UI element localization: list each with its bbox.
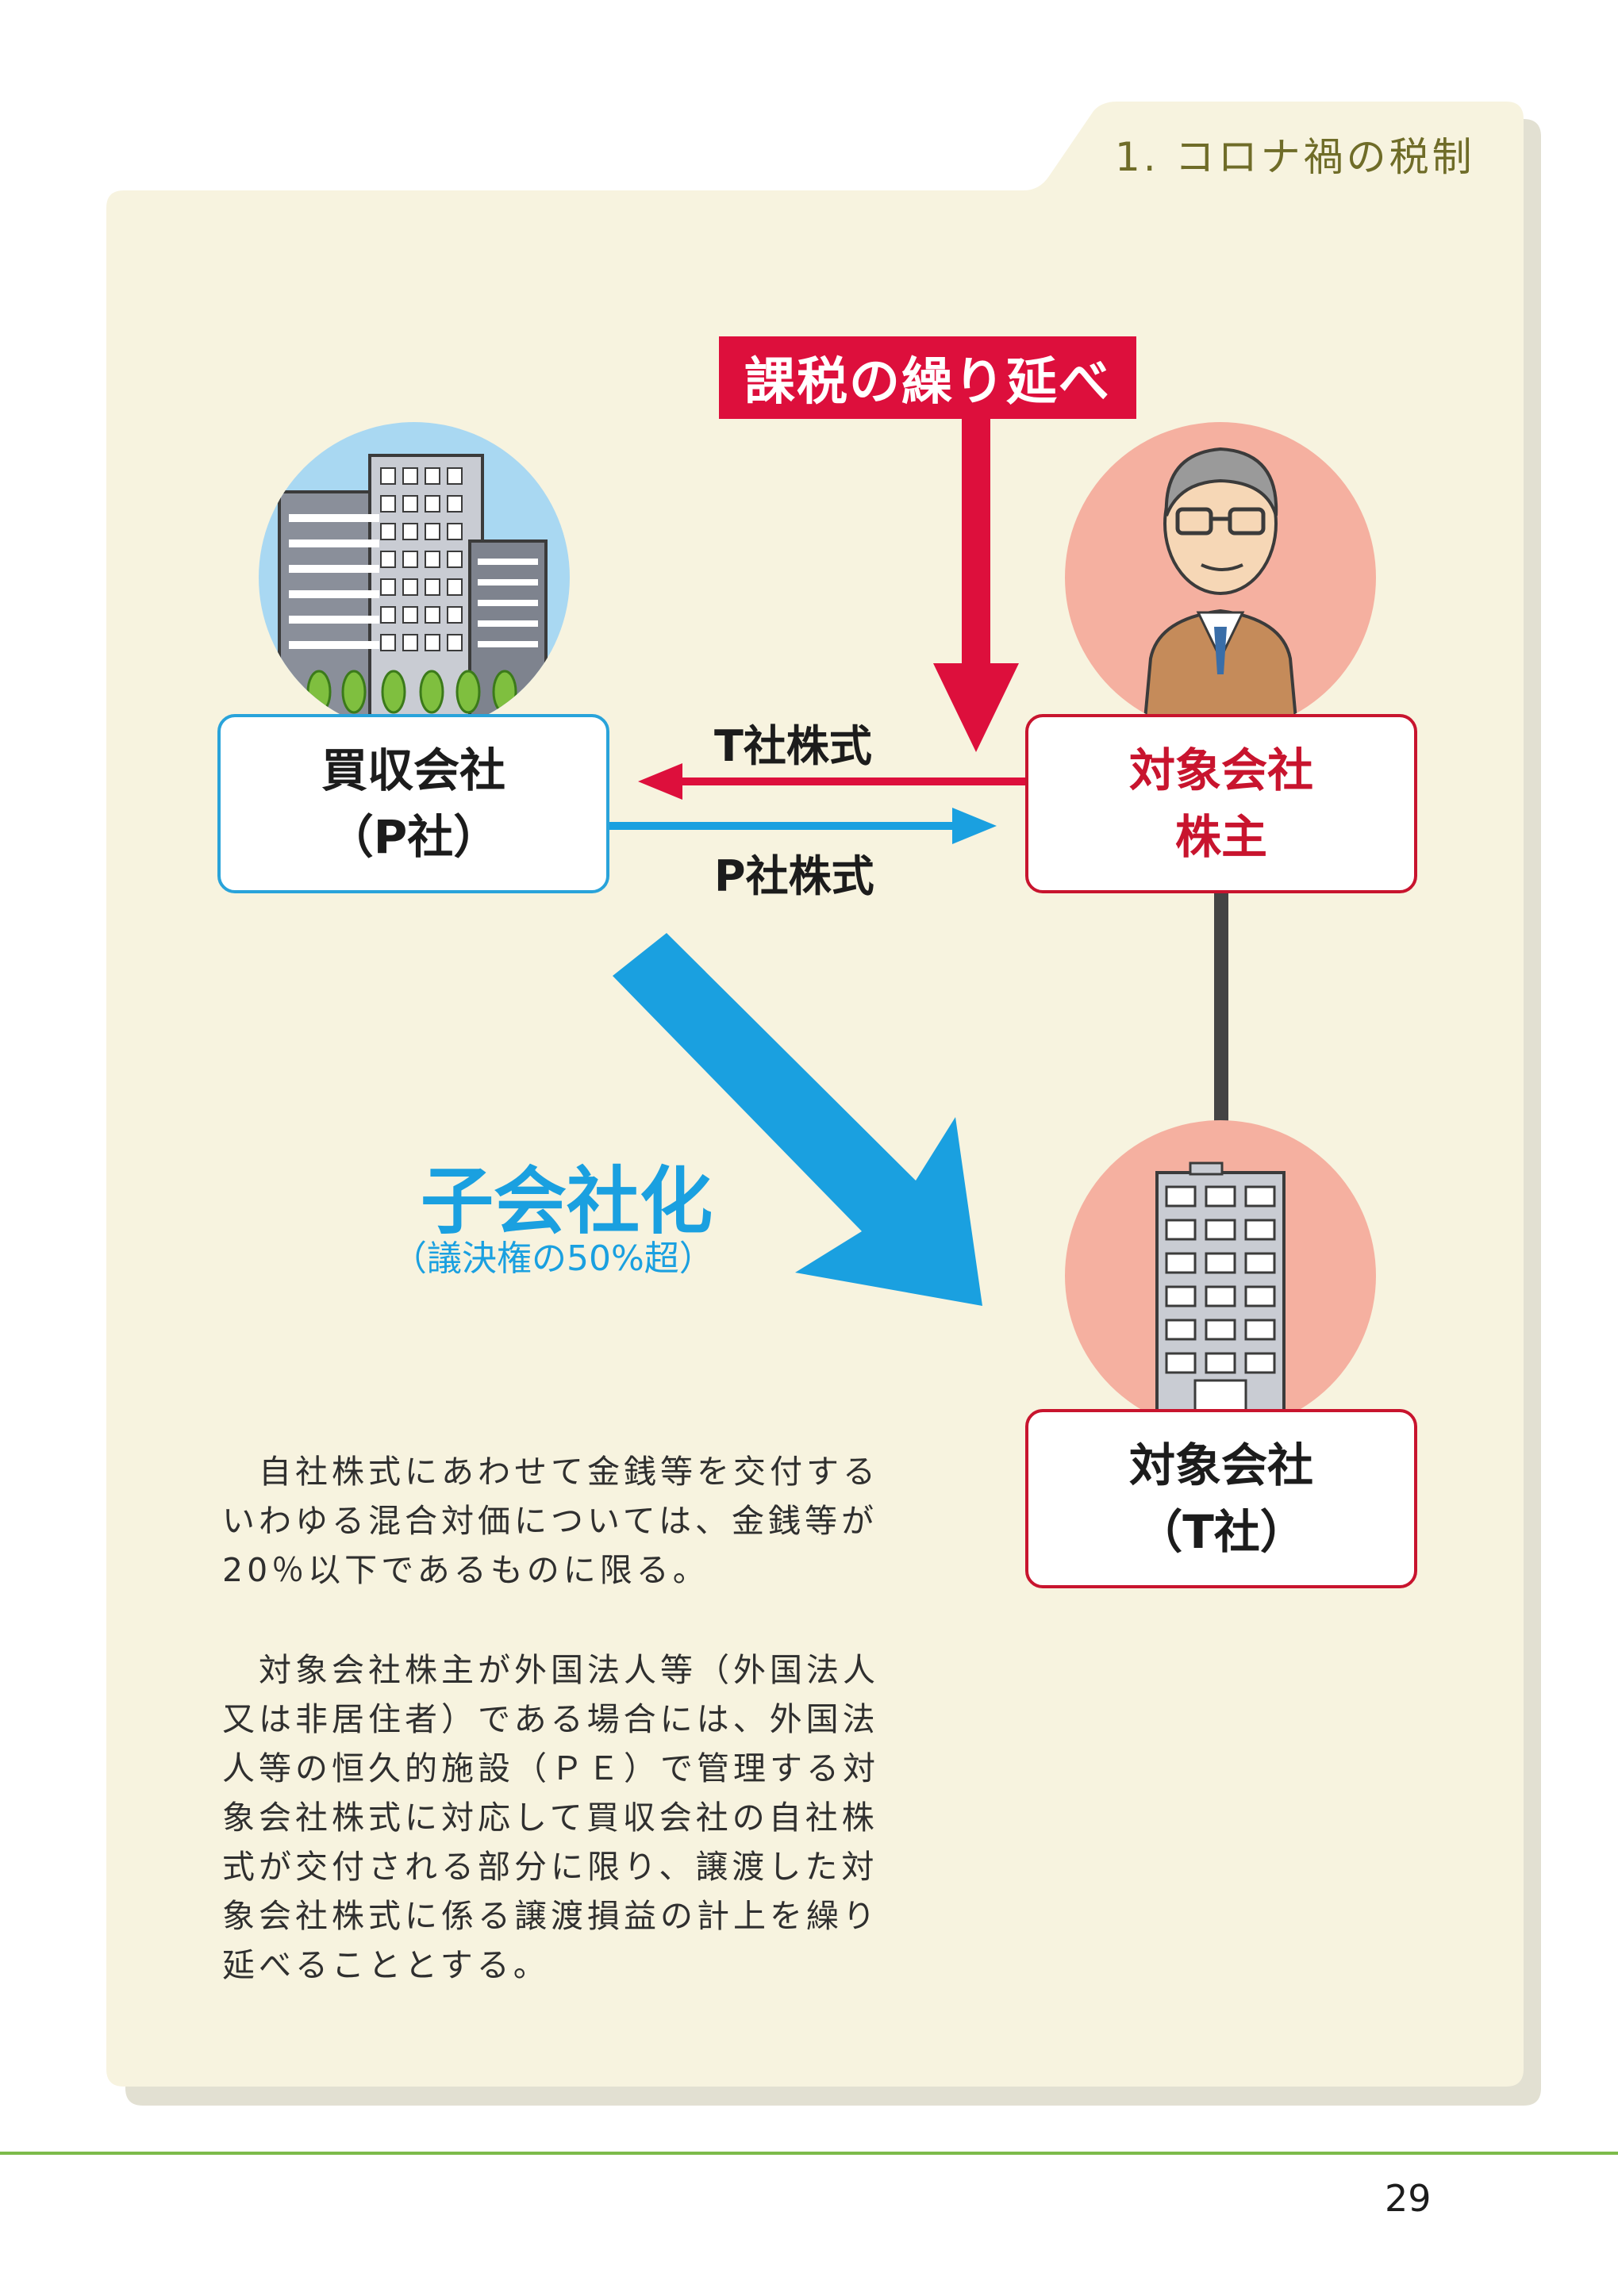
acquiring-company-name: 買収会社 (321, 743, 505, 797)
subsidiary-label: 子会社化 (421, 1159, 713, 1244)
target-building-icon (1065, 1120, 1376, 1431)
paragraph-2: 対象会社株主が外国法人等（外国法人又は非居住者）である場合には、外国法人等の恒久… (222, 1651, 879, 1984)
target-company-code: （T社） (1136, 1505, 1306, 1559)
target-company-box: 対象会社 （T社） (1025, 1409, 1417, 1588)
mixed-consideration-paragraph: 自社株式にあわせて金銭等を交付するいわゆる混合対価については、金銭等が20％以下… (222, 1447, 897, 1595)
footer-divider (0, 2152, 1618, 2155)
section-title: 1. コロナ禍の税制 (1115, 134, 1475, 180)
subsidiary-note: （議決権の50%超） (392, 1238, 714, 1279)
tax-deferral-label: 課税の繰り延べ (719, 336, 1136, 419)
target-shareholder-line1: 対象会社 (1128, 743, 1313, 797)
t-shares-arrow (638, 763, 1027, 800)
tax-deferral-arrow (933, 417, 1019, 752)
target-shareholder-line2: 株主 (1174, 810, 1267, 864)
target-company-name: 対象会社 (1128, 1438, 1313, 1492)
acquiring-company-code: （P社） (327, 810, 500, 864)
p-shares-label: P社株式 (714, 851, 874, 901)
page-number: 29 (1385, 2177, 1432, 2220)
paragraph-1: 自社株式にあわせて金銭等を交付するいわゆる混合対価については、金銭等が20％以下… (222, 1453, 879, 1589)
t-shares-label: T社株式 (714, 721, 872, 771)
shareholder-man-icon (1065, 422, 1376, 733)
ownership-line (1214, 892, 1228, 1123)
foreign-shareholder-paragraph: 対象会社株主が外国法人等（外国法人又は非居住者）である場合には、外国法人等の恒久… (222, 1645, 897, 1990)
p-shares-arrow (609, 808, 997, 844)
acquiring-company-box: 買収会社 （P社） (217, 714, 609, 893)
target-shareholder-box: 対象会社 株主 (1025, 714, 1417, 893)
subsidiary-arrow (613, 933, 982, 1306)
